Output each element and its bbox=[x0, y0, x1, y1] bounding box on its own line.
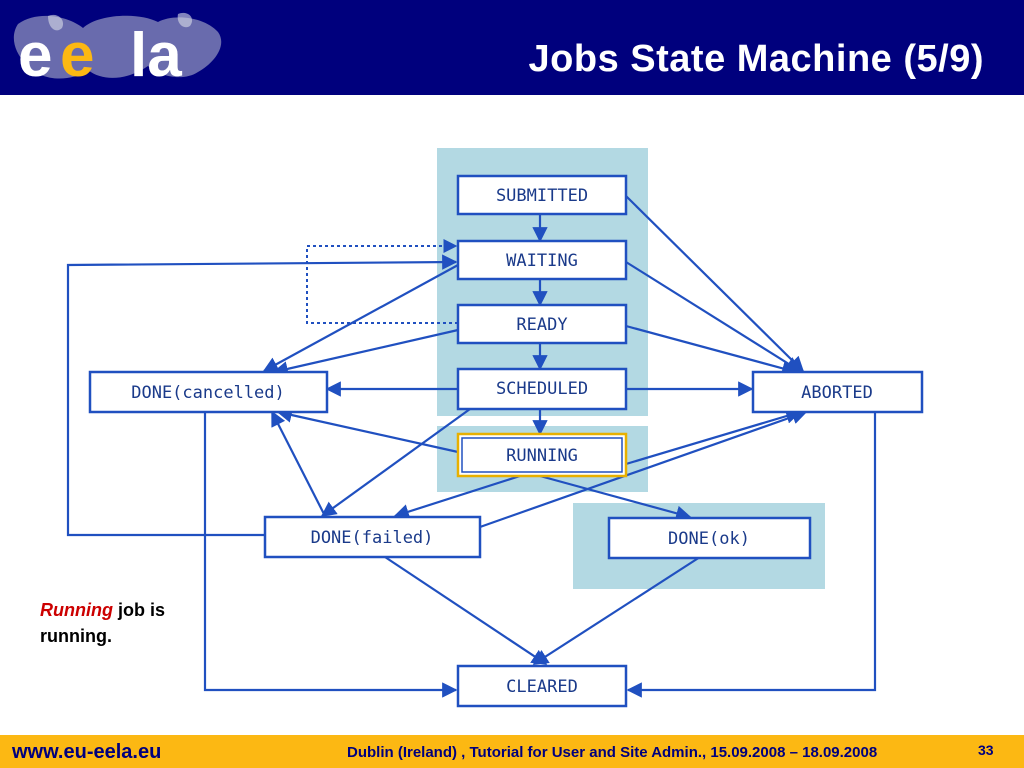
caption-emphasis: Running bbox=[40, 600, 113, 620]
arrow-scheduled-failed bbox=[320, 408, 471, 517]
eela-logo-icon: e e la bbox=[13, 12, 222, 90]
svg-text:DONE(failed): DONE(failed) bbox=[311, 528, 434, 548]
arrow-ready-cancelled bbox=[272, 328, 459, 377]
svg-text:READY: READY bbox=[516, 315, 567, 335]
arrow-waiting-aborted bbox=[625, 261, 802, 372]
state-waiting: WAITING bbox=[456, 239, 628, 281]
arrow-running-failed bbox=[393, 474, 521, 520]
state-submitted: SUBMITTED bbox=[456, 174, 628, 216]
svg-text:e: e bbox=[60, 21, 94, 90]
arrow-failed-cancelled bbox=[271, 410, 326, 517]
svg-text:SCHEDULED: SCHEDULED bbox=[496, 379, 588, 399]
state-scheduled: SCHEDULED bbox=[456, 367, 628, 411]
svg-text:DONE(cancelled): DONE(cancelled) bbox=[131, 383, 285, 403]
state-ready: READY bbox=[456, 303, 628, 345]
caption-rest: job is running. bbox=[40, 600, 165, 646]
arrow-ready-waiting-dotted bbox=[306, 239, 458, 324]
arrow-running-cancelled bbox=[276, 407, 459, 454]
state-done-failed: DONE(failed) bbox=[263, 515, 482, 559]
arrow-ready-aborted bbox=[625, 324, 798, 376]
svg-text:ABORTED: ABORTED bbox=[801, 383, 873, 403]
arrow-waiting-cancelled bbox=[262, 264, 459, 372]
svg-text:SUBMITTED: SUBMITTED bbox=[496, 186, 588, 206]
svg-text:e: e bbox=[18, 21, 52, 90]
state-running: RUNNING bbox=[456, 432, 628, 478]
page-title: Jobs State Machine (5/9) bbox=[528, 38, 984, 80]
state-aborted: ABORTED bbox=[751, 370, 924, 414]
arrow-cancelled-cleared bbox=[203, 412, 458, 698]
arrow-failed-aborted bbox=[479, 409, 808, 529]
caption-text: Running job is running. bbox=[40, 597, 240, 649]
arrow-running-aborted bbox=[625, 408, 802, 466]
state-done-cancelled: DONE(cancelled) bbox=[88, 370, 329, 414]
arrow-aborted-cleared bbox=[626, 412, 877, 698]
state-cleared: CLEARED bbox=[456, 664, 628, 708]
svg-text:DONE(ok): DONE(ok) bbox=[668, 529, 750, 549]
slide-header: e e la Jobs State Machine (5/9) bbox=[0, 0, 1024, 95]
svg-text:RUNNING: RUNNING bbox=[506, 446, 578, 466]
page-number: 33 bbox=[978, 742, 994, 758]
arrow-running-ok bbox=[539, 474, 692, 521]
svg-text:CLEARED: CLEARED bbox=[506, 677, 578, 697]
arrow-submitted-aborted bbox=[625, 195, 805, 373]
footer-url-link[interactable]: www.eu-eela.eu bbox=[12, 741, 162, 763]
footer-event-text: Dublin (Ireland) , Tutorial for User and… bbox=[347, 744, 878, 761]
svg-text:la: la bbox=[130, 21, 182, 90]
svg-text:WAITING: WAITING bbox=[506, 251, 578, 271]
slide-footer: www.eu-eela.eu Dublin (Ireland) , Tutori… bbox=[0, 735, 1024, 768]
state-machine-diagram: SUBMITTED WAITING READY SCHEDULED RUNNIN… bbox=[66, 148, 924, 708]
arrow-ok-cleared bbox=[532, 556, 701, 665]
arrow-failed-cleared bbox=[384, 556, 548, 665]
arrow-failed-waiting bbox=[66, 254, 458, 537]
state-done-ok: DONE(ok) bbox=[607, 516, 812, 560]
